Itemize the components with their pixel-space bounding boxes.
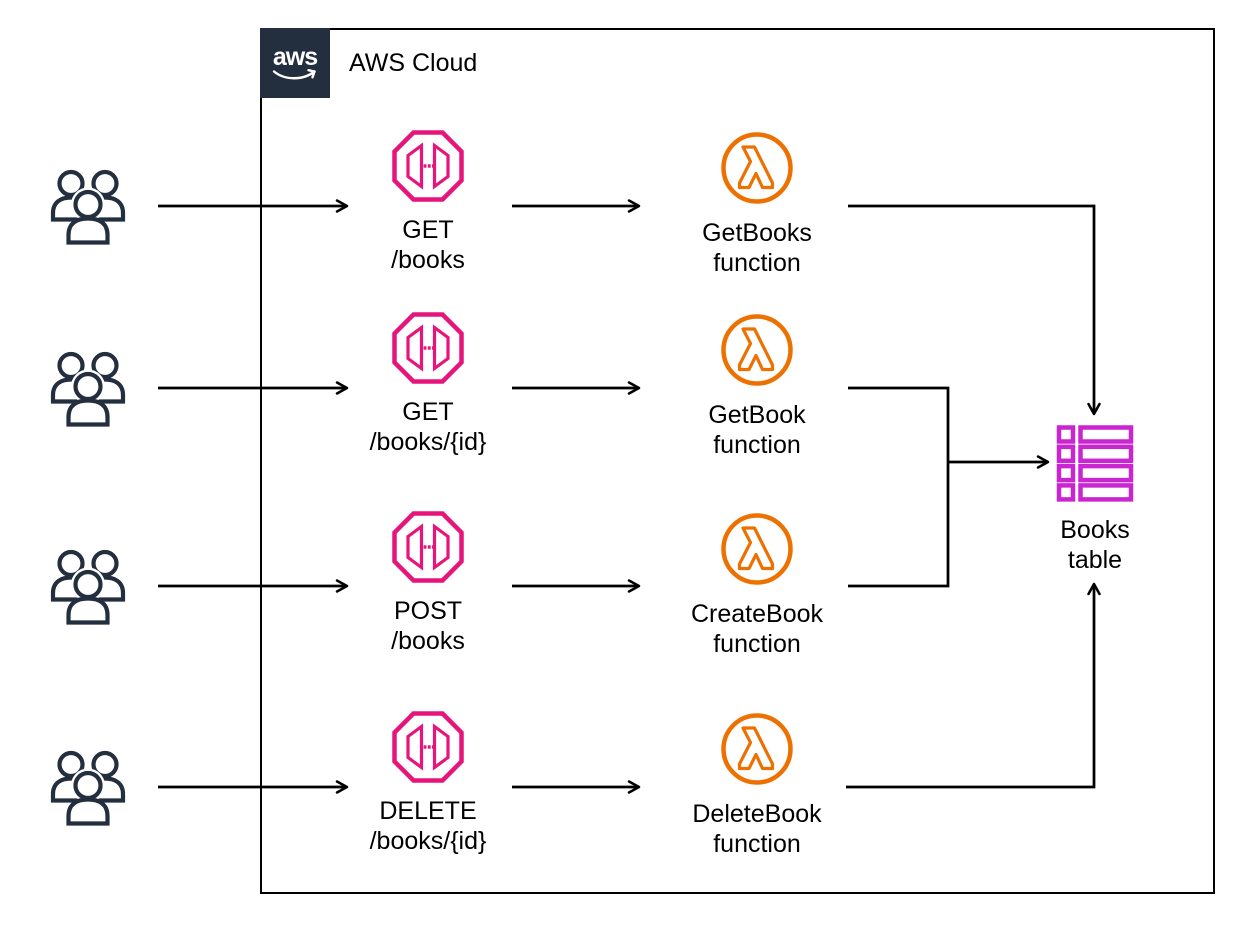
arrow-deletebook-fn-to-table-bottom (846, 582, 1101, 789)
aws-logo-smile-icon (272, 68, 316, 79)
lambda-function-icon (721, 713, 793, 785)
api-gateway-node-get-book: GET/books/{id} (338, 312, 518, 457)
function-name-label: GetBooks (702, 219, 812, 247)
api-gateway-endpoint-icon (392, 711, 464, 783)
table-name-label: Books (1060, 516, 1130, 544)
api-method-label: GET (402, 398, 454, 426)
aws-cloud-container (260, 28, 1215, 894)
aws-logo: aws (260, 28, 330, 98)
api-gateway-node-delete-book: DELETE/books/{id} (338, 711, 518, 856)
aws-cloud-label: AWS Cloud (349, 49, 478, 77)
arrow-getbooks-fn-to-table-top (848, 204, 1101, 416)
function-suffix-label: function (713, 249, 801, 277)
users-icon (50, 750, 126, 826)
aws-logo-text: aws (272, 42, 318, 71)
api-method-label: GET (402, 216, 454, 244)
api-method-label: DELETE (379, 797, 477, 825)
api-gateway-node-get-books: GET/books (338, 130, 518, 275)
lambda-function-icon (721, 314, 793, 386)
users-icon (50, 351, 126, 427)
users-node-row4 (48, 748, 128, 831)
users-icon (50, 169, 126, 245)
api-path-label: /books/{id} (369, 428, 487, 456)
function-name-label: CreateBook (690, 600, 824, 628)
api-path-label: /books/{id} (369, 827, 487, 855)
api-gateway-endpoint-icon (392, 511, 464, 583)
users-node-row1 (48, 167, 128, 250)
function-suffix-label: function (713, 830, 801, 858)
lambda-function-icon (721, 132, 793, 204)
api-method-label: POST (393, 597, 463, 625)
lambda-function-icon (721, 513, 793, 585)
table-type-label: table (1067, 546, 1123, 574)
api-gateway-node-post-books: POST/books (338, 511, 518, 656)
users-icon (50, 549, 126, 625)
users-node-row2 (48, 349, 128, 432)
function-suffix-label: function (713, 630, 801, 658)
function-suffix-label: function (713, 431, 801, 459)
line-getbook-createbook-merge (848, 386, 950, 588)
api-gateway-endpoint-icon (392, 130, 464, 202)
dynamodb-table-icon (1056, 425, 1134, 502)
users-node-row3 (48, 547, 128, 630)
api-path-label: /books (391, 246, 465, 274)
function-name-label: GetBook (708, 401, 806, 429)
api-gateway-endpoint-icon (392, 312, 464, 384)
function-name-label: DeleteBook (692, 800, 822, 828)
api-path-label: /books (391, 627, 465, 655)
